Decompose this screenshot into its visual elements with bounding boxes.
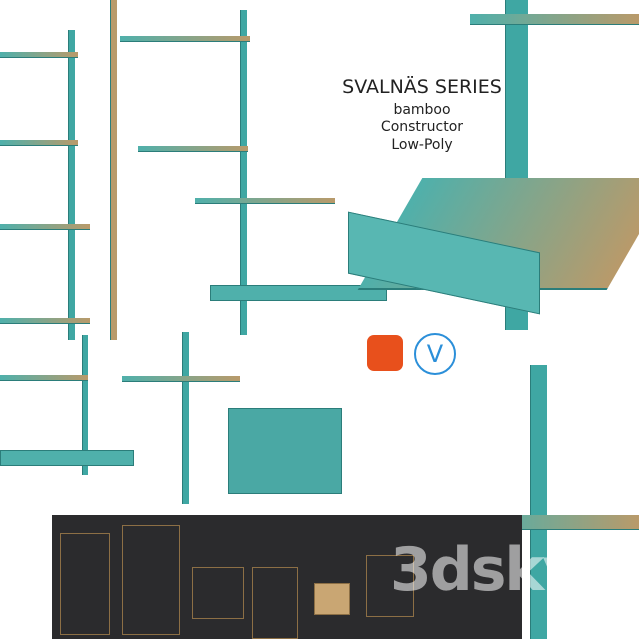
wall-upright	[240, 10, 247, 335]
shelf	[120, 36, 250, 42]
shelf	[0, 140, 78, 146]
poly-label: Low-Poly	[391, 137, 453, 153]
shelf	[122, 376, 240, 382]
shelf	[0, 318, 90, 324]
config	[60, 533, 110, 635]
wall-upright	[110, 0, 117, 340]
config	[252, 567, 298, 639]
wall-upright	[530, 365, 547, 639]
type-label: Constructor	[380, 119, 464, 135]
config	[122, 525, 180, 635]
cabinet	[228, 408, 342, 494]
configurations-strip	[52, 515, 522, 639]
series-title: SVALNÄS SERIES	[342, 76, 502, 98]
material-label: bamboo	[393, 102, 451, 118]
vray-logo: V	[414, 333, 456, 375]
wall-upright	[182, 332, 189, 504]
shelf	[0, 375, 88, 381]
config	[192, 567, 244, 619]
shelf	[0, 224, 90, 230]
shelf	[0, 52, 78, 58]
desk-shelf	[210, 285, 387, 301]
config	[366, 555, 414, 617]
watermark: 3dsky	[390, 535, 581, 605]
shelf	[470, 14, 639, 25]
shelf	[138, 146, 248, 152]
corona-renderer-logo	[367, 335, 403, 371]
wall-upright	[68, 30, 75, 340]
wall-upright	[82, 335, 88, 475]
config	[314, 583, 350, 615]
shelf	[195, 198, 335, 204]
desk-shelf	[0, 450, 134, 466]
